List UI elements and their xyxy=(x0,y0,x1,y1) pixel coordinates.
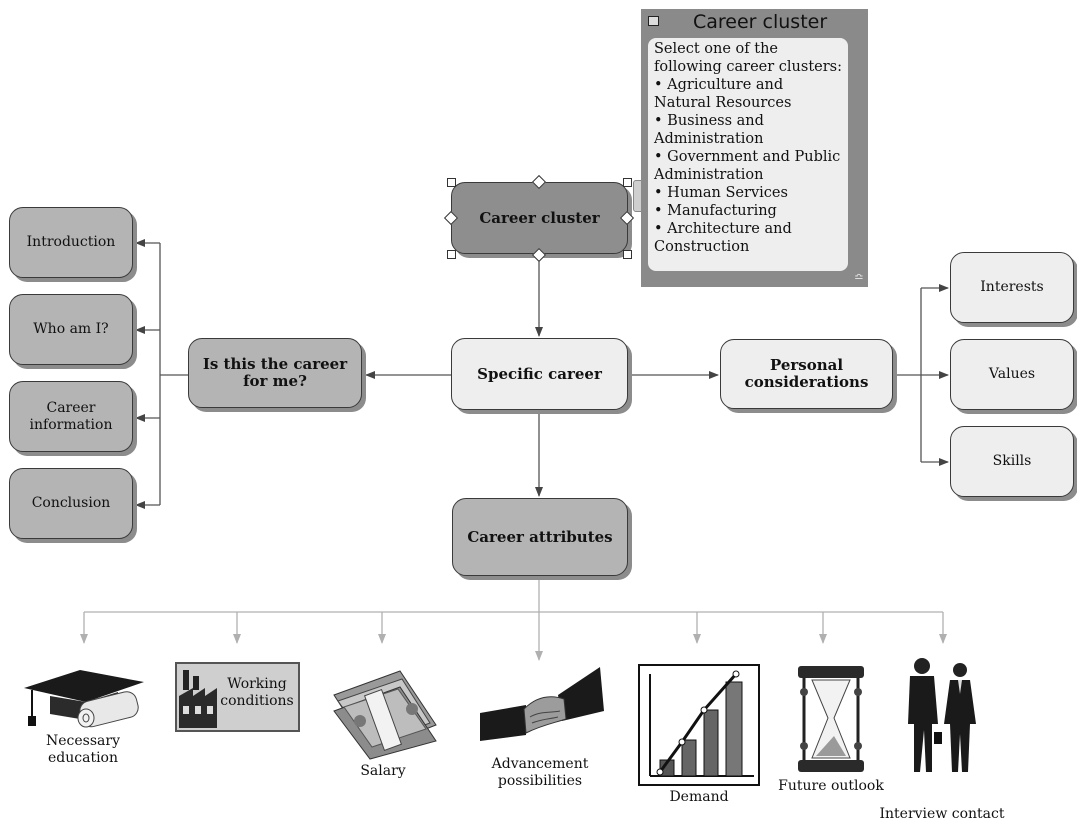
interests-node[interactable]: Interests xyxy=(950,252,1074,323)
factory-icon[interactable]: Working conditions xyxy=(175,662,300,732)
skills-node[interactable]: Skills xyxy=(950,426,1074,497)
note-menu-icon[interactable] xyxy=(648,16,659,26)
resize-handle-bottom-right[interactable] xyxy=(623,250,632,259)
values-node[interactable]: Values xyxy=(950,339,1074,410)
future-outlook-label: Future outlook xyxy=(778,778,884,794)
advancement-possibilities-label: Advancement possibilities xyxy=(491,756,589,789)
necessary-education-label: Necessary education xyxy=(46,733,120,766)
graduation-cap-icon[interactable] xyxy=(20,662,148,732)
introduction-node[interactable]: Introduction xyxy=(9,207,133,278)
money-stack-icon[interactable] xyxy=(330,665,440,760)
conclusion-node[interactable]: Conclusion xyxy=(9,468,133,539)
bar-chart-icon[interactable] xyxy=(638,664,760,786)
specific-career-node[interactable]: Specific career xyxy=(451,338,628,410)
note-list-item: Government and Public Administration xyxy=(654,148,842,184)
resize-grip-icon[interactable]: ≏ xyxy=(853,270,864,284)
career-information-node[interactable]: Career information xyxy=(9,381,133,452)
personal-considerations-label: Personal considerations xyxy=(744,356,869,391)
values-label: Values xyxy=(988,366,1036,382)
is-this-career-node[interactable]: Is this the career for me? xyxy=(188,338,362,408)
who-am-i-node[interactable]: Who am I? xyxy=(9,294,133,365)
specific-career-label: Specific career xyxy=(477,364,602,383)
note-title: Career cluster xyxy=(693,10,828,33)
career-attributes-node[interactable]: Career attributes xyxy=(452,498,628,576)
introduction-label: Introduction xyxy=(26,234,116,250)
career-cluster-label: Career cluster xyxy=(479,208,600,227)
note-list-item: Human Services xyxy=(654,184,842,202)
handshake-icon[interactable] xyxy=(480,665,605,745)
career-cluster-node[interactable]: Career cluster xyxy=(451,182,628,254)
resize-handle-bottom-left[interactable] xyxy=(447,250,456,259)
note-list-item: Architecture and Construction xyxy=(654,220,842,256)
career-attributes-label: Career attributes xyxy=(467,527,613,546)
note-list-item: Agriculture and Natural Resources xyxy=(654,76,842,112)
note-body[interactable]: Select one of the following career clust… xyxy=(648,38,848,271)
skills-label: Skills xyxy=(992,453,1032,469)
note-list: Agriculture and Natural Resources Busine… xyxy=(654,76,842,256)
interview-contact-label: Interview contact xyxy=(879,806,1005,822)
personal-considerations-node[interactable]: Personal considerations xyxy=(720,339,893,409)
resize-handle-top-left[interactable] xyxy=(447,178,456,187)
note-list-item: Business and Administration xyxy=(654,112,842,148)
salary-label: Salary xyxy=(360,763,406,779)
who-am-i-label: Who am I? xyxy=(33,321,109,337)
factory-building-icon xyxy=(179,670,217,728)
is-this-career-label: Is this the career for me? xyxy=(202,355,348,390)
note-list-item: Manufacturing xyxy=(654,202,842,220)
career-cluster-note[interactable]: Career cluster Select one of the followi… xyxy=(641,9,868,287)
career-information-label: Career information xyxy=(29,399,113,433)
conclusion-label: Conclusion xyxy=(31,495,111,511)
resize-handle-top-right[interactable] xyxy=(623,178,632,187)
business-people-icon[interactable] xyxy=(900,654,984,780)
hourglass-icon[interactable] xyxy=(794,664,868,776)
note-title-bar[interactable]: Career cluster xyxy=(641,9,868,34)
demand-label: Demand xyxy=(669,789,729,805)
note-intro: Select one of the following career clust… xyxy=(654,41,842,75)
working-conditions-label: Working conditions xyxy=(220,676,294,709)
interests-label: Interests xyxy=(980,279,1044,295)
